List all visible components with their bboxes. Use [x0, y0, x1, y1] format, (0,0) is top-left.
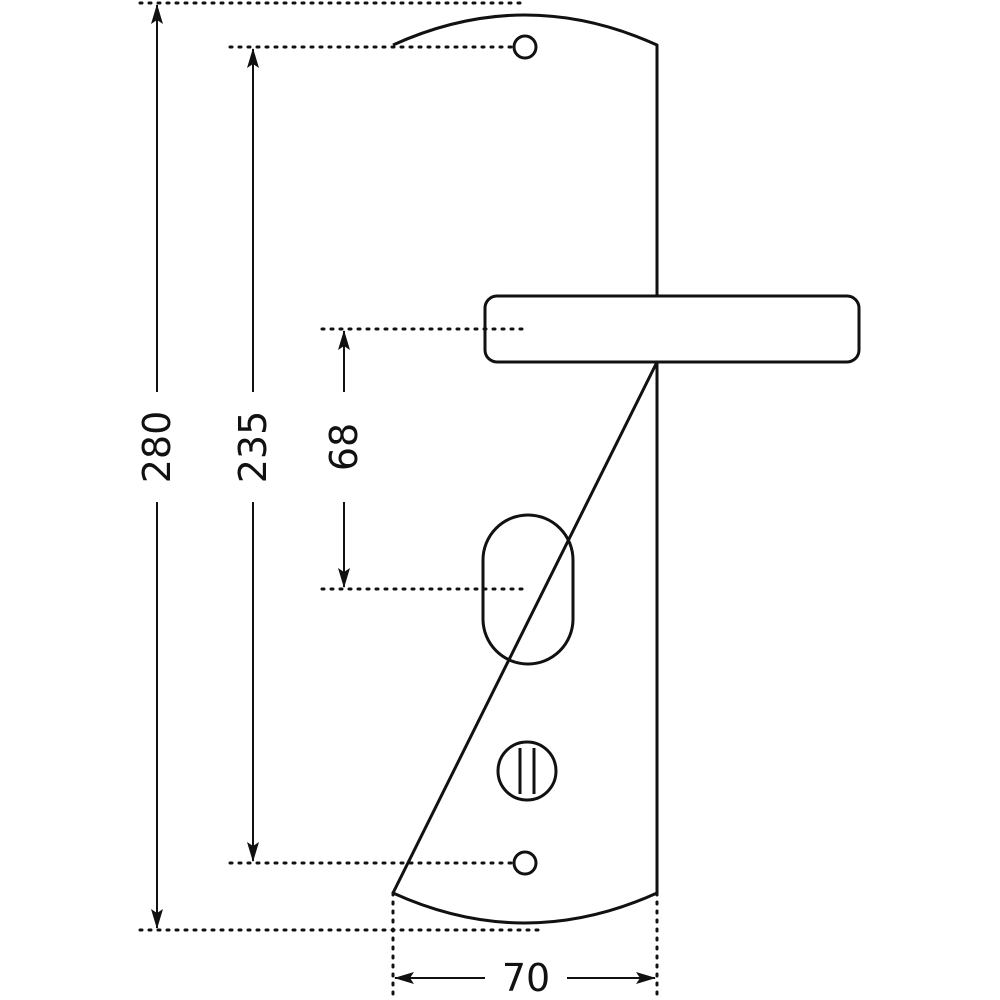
- dimension-70-label: 70: [502, 956, 550, 1000]
- dimension-68-label: 68: [322, 423, 366, 471]
- bottom-screw-hole: [512, 850, 538, 876]
- dimension-235: 235: [231, 48, 275, 862]
- extension-lines: [138, 1, 659, 1000]
- top-screw-hole: [512, 34, 538, 60]
- keyhole-cutout: [481, 513, 575, 666]
- dimension-235-label: 235: [231, 411, 275, 484]
- dimension-68: 68: [322, 330, 366, 588]
- dimension-70: 70: [394, 956, 656, 1000]
- privacy-turn-indicator: [496, 740, 558, 802]
- handle-lever: [483, 294, 861, 364]
- backplate-outline: [391, 13, 659, 925]
- dimension-280: 280: [135, 4, 179, 929]
- dimension-280-label: 280: [135, 411, 179, 484]
